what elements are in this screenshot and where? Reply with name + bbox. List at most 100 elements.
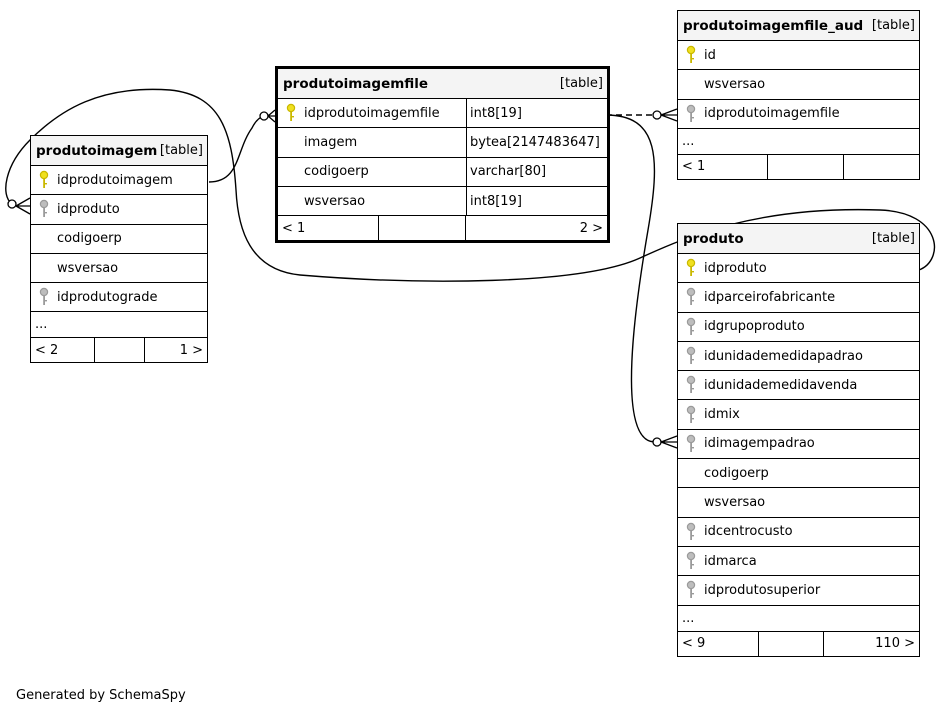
primary-key-icon <box>31 166 57 194</box>
column-name: codigoerp <box>704 465 769 481</box>
column-name: wsversao <box>304 193 366 209</box>
column-name: wsversao <box>704 495 766 511</box>
column-row[interactable]: idprodutoimagemfile <box>678 100 919 129</box>
table-header: produto [table] <box>678 224 919 254</box>
parents-count[interactable]: < 2 <box>35 342 59 358</box>
column-row[interactable]: wsversao <box>678 488 919 518</box>
key-spacer <box>31 225 57 253</box>
column-name-cell: idprodutosuperior <box>678 576 919 604</box>
column-row[interactable]: idmix <box>678 400 919 430</box>
foreign-key-icon <box>678 100 704 128</box>
column-row[interactable]: id <box>678 41 919 71</box>
column-row[interactable]: idprodutoimagem <box>31 166 207 196</box>
column-name-cell: imagem <box>278 128 466 156</box>
table-name: produtoimagemfile <box>283 75 429 92</box>
foreign-key-icon <box>31 195 57 223</box>
column-row[interactable]: idunidademedidavenda <box>678 371 919 401</box>
column-name-cell: idunidademedidavenda <box>678 371 919 399</box>
foreign-key-icon <box>678 547 704 575</box>
table-produtoimagemfile-aud[interactable]: produtoimagemfile_aud [table] id wsversao… <box>677 10 920 180</box>
column-row[interactable]: idparceirofabricante <box>678 283 919 313</box>
children-count[interactable]: 1 > <box>179 342 203 358</box>
column-row[interactable]: idproduto <box>31 195 207 225</box>
column-row[interactable]: idproduto <box>678 254 919 284</box>
column-name-cell: codigoerp <box>278 158 466 186</box>
column-name-cell: idcentrocusto <box>678 518 919 546</box>
more-columns: ... <box>678 606 919 632</box>
children-count[interactable]: 2 > <box>579 220 603 236</box>
column-row[interactable]: idimagempadrao <box>678 430 919 460</box>
column-row[interactable]: wsversao <box>31 254 207 284</box>
foreign-key-icon <box>678 430 704 458</box>
column-name-cell: wsversao <box>678 70 919 98</box>
column-row[interactable]: idprodutograde <box>31 283 207 313</box>
table-footer: < 1 2 > <box>278 216 607 241</box>
column-row[interactable]: idcentrocusto <box>678 518 919 547</box>
column-row[interactable]: codigoerp <box>678 459 919 489</box>
column-row[interactable]: idprodutoimagemfile int8[19] <box>278 99 607 129</box>
column-name: idprodutoimagemfile <box>704 106 840 122</box>
children-count[interactable]: 110 > <box>875 636 915 652</box>
parents-count[interactable]: < 1 <box>682 159 706 175</box>
link-end-marker <box>259 111 269 121</box>
link-end-marker <box>652 110 662 120</box>
column-name: idcentrocusto <box>704 524 793 540</box>
table-produtoimagemfile[interactable]: produtoimagemfile [table] idprodutoimage… <box>275 66 610 244</box>
link-produtoimagem-produtoimagemfile <box>208 115 265 183</box>
foreign-key-icon <box>678 518 704 546</box>
generated-by-credit: Generated by SchemaSpy <box>16 688 186 703</box>
column-name: idprodutoimagemfile <box>304 105 440 121</box>
column-name-cell: wsversao <box>31 254 207 282</box>
parents-count[interactable]: < 9 <box>682 636 706 652</box>
column-name: id <box>704 47 716 63</box>
column-row[interactable]: idprodutosuperior <box>678 576 919 606</box>
column-name: idmix <box>704 407 740 423</box>
column-row[interactable]: idgrupoproduto <box>678 313 919 342</box>
parents-count[interactable]: < 1 <box>282 220 306 236</box>
column-row[interactable]: codigoerp <box>31 225 207 254</box>
column-type: int8[19] <box>466 99 607 128</box>
key-spacer <box>678 459 704 487</box>
crowfoot-marker <box>15 197 31 215</box>
foreign-key-icon <box>678 371 704 399</box>
table-header: produtoimagemfile [table] <box>278 69 607 99</box>
foreign-key-icon <box>678 342 704 370</box>
primary-key-icon <box>278 99 304 127</box>
crowfoot-marker <box>660 108 678 122</box>
column-row[interactable]: idunidademedidapadrao <box>678 342 919 372</box>
table-header: produtoimagemfile_aud [table] <box>678 11 919 41</box>
key-spacer <box>278 158 304 186</box>
key-spacer <box>678 488 704 516</box>
footer-spacer <box>767 154 844 179</box>
column-name-cell: codigoerp <box>31 225 207 253</box>
primary-key-icon <box>678 41 704 69</box>
column-row[interactable]: idmarca <box>678 547 919 577</box>
foreign-key-icon <box>678 400 704 428</box>
column-name-cell: idunidademedidapadrao <box>678 342 919 370</box>
column-list: id wsversao idprodutoimagemfile <box>678 41 919 129</box>
column-name: idproduto <box>57 201 120 217</box>
crowfoot-marker <box>267 109 276 123</box>
table-header: produtoimagem [table] <box>31 136 207 166</box>
column-type: int8[19] <box>466 186 607 216</box>
column-name: idgrupoproduto <box>704 319 805 335</box>
foreign-key-icon <box>678 283 704 311</box>
primary-key-icon <box>678 254 704 282</box>
column-name: idmarca <box>704 553 757 569</box>
column-name: idprodutoimagem <box>57 172 173 188</box>
column-row[interactable]: wsversao <box>678 70 919 100</box>
column-name-cell: idparceirofabricante <box>678 283 919 311</box>
children-count[interactable] <box>844 155 919 179</box>
column-name-cell: idprodutoimagemfile <box>278 99 466 127</box>
column-row[interactable]: wsversao int8[19] <box>278 186 607 217</box>
column-name-cell: idprodutograde <box>31 283 207 311</box>
column-name: idunidademedidavenda <box>704 377 858 393</box>
